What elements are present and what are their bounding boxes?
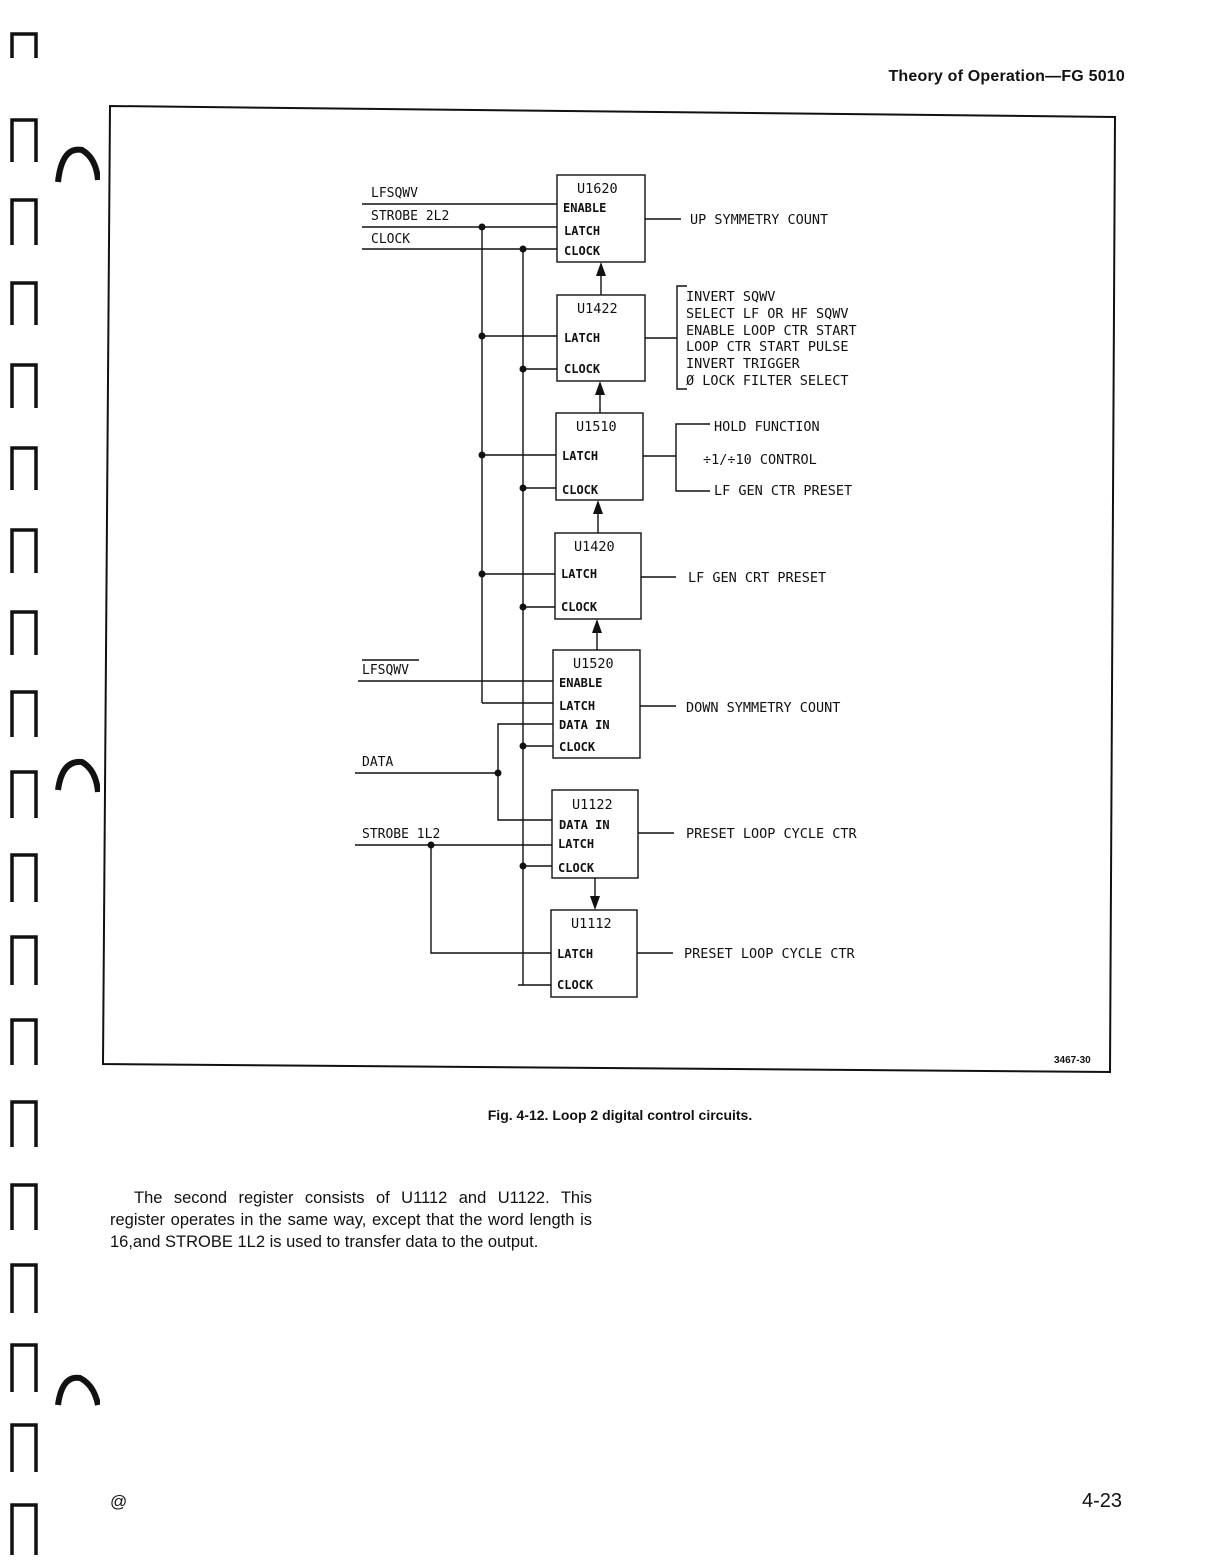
input-lfsqwv-bottom: LFSQWV	[362, 663, 409, 678]
chip-u1510-output: ÷1/÷10 CONTROL	[703, 452, 817, 468]
chip-u1422-pin-clock: CLOCK	[564, 362, 601, 376]
binding-holes	[10, 32, 100, 1555]
chip-u1122-name: U1122	[572, 797, 613, 813]
chip-u1620-pin-enable: ENABLE	[563, 201, 606, 215]
chip-u1510-pin-latch: LATCH	[562, 449, 598, 463]
chip-u1520-pin-enable: ENABLE	[559, 676, 602, 690]
footer-symbol: @	[110, 1492, 128, 1511]
chip-u1112-pin-clock: CLOCK	[557, 978, 594, 992]
figure-id: 3467-30	[1054, 1055, 1091, 1066]
chip-u1422-output: LOOP CTR START PULSE	[686, 339, 849, 355]
chip-u1620-name: U1620	[577, 181, 618, 197]
chip-u1520-pin-data-in: DATA IN	[559, 718, 610, 732]
chip-u1422-output: SELECT LF OR HF SQWV	[686, 306, 849, 322]
chip-u1520-output: DOWN SYMMETRY COUNT	[686, 700, 840, 716]
chip-u1420-name: U1420	[574, 539, 615, 555]
chip-u1420-pin-latch: LATCH	[561, 567, 597, 581]
chip-u1422-pin-latch: LATCH	[564, 331, 600, 345]
chip-u1420-output: LF GEN CRT PRESET	[688, 570, 826, 586]
loop2-diagram: LFSQWV STROBE 2L2 CLOCK LFSQWV DATA STRO…	[101, 104, 1117, 1074]
chip-u1422-output: INVERT SQWV	[686, 289, 775, 305]
chip-u1122-pin-latch: LATCH	[558, 837, 594, 851]
chip-u1620-pin-clock: CLOCK	[564, 244, 601, 258]
page-header: Theory of Operation—FG 5010	[888, 68, 1125, 85]
chip-u1122-pin-data-in: DATA IN	[559, 818, 610, 832]
input-strobe-1l2: STROBE 1L2	[362, 827, 440, 842]
chip-u1520-name: U1520	[573, 656, 614, 672]
input-data: DATA	[362, 755, 393, 770]
chip-u1122-pin-clock: CLOCK	[558, 861, 595, 875]
chip-u1510-pin-clock: CLOCK	[562, 483, 599, 497]
chip-u1422-name: U1422	[577, 301, 618, 317]
figure-caption: Fig. 4-12. Loop 2 digital control circui…	[487, 1107, 753, 1123]
page-number: 4-23	[1081, 1490, 1122, 1512]
body-paragraph: The second register consists of U1112 an…	[110, 1189, 592, 1251]
chip-u1122-output: PRESET LOOP CYCLE CTR	[686, 826, 858, 842]
chip-u1520-pin-latch: LATCH	[559, 699, 595, 713]
chip-u1422-output: ENABLE LOOP CTR START	[686, 323, 857, 339]
chip-u1620-output: UP SYMMETRY COUNT	[690, 212, 828, 228]
input-strobe-2l2: STROBE 2L2	[371, 209, 449, 224]
chip-u1422-output: Ø LOCK FILTER SELECT	[686, 373, 849, 389]
chip-u1510-output: LF GEN CTR PRESET	[714, 483, 852, 499]
chip-u1510-name: U1510	[576, 419, 617, 435]
input-clock: CLOCK	[371, 232, 410, 247]
chip-u1520-pin-clock: CLOCK	[559, 740, 596, 754]
input-lfsqwv-top: LFSQWV	[371, 186, 418, 201]
chip-u1112-name: U1112	[571, 916, 612, 932]
chip-u1112-pin-latch: LATCH	[557, 947, 593, 961]
chip-u1510-output: HOLD FUNCTION	[714, 419, 820, 435]
chip-u1420-pin-clock: CLOCK	[561, 600, 598, 614]
chip-u1112-output: PRESET LOOP CYCLE CTR	[684, 946, 856, 962]
chip-u1620-pin-latch: LATCH	[564, 224, 600, 238]
chip-u1422-output: INVERT TRIGGER	[686, 356, 801, 372]
